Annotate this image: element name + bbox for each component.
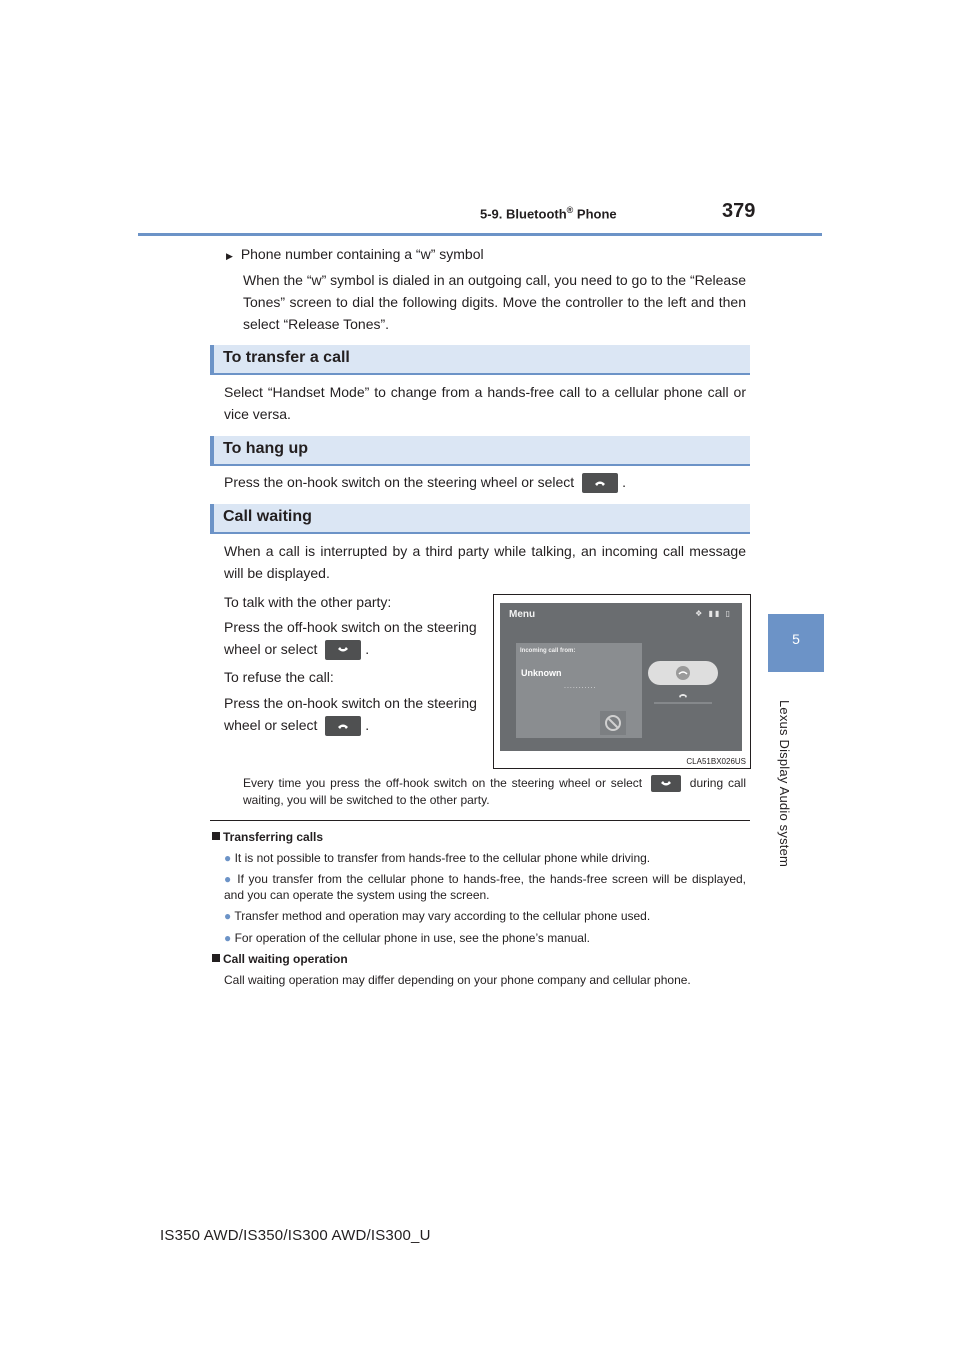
menu-label: Menu xyxy=(509,609,536,620)
caller-number: ........... xyxy=(564,683,597,690)
incoming-call-screenshot: Menu ❖ ▮▮ ▯ Incoming call from: Unknown … xyxy=(493,594,751,769)
note-item-text: It is not possible to transfer from hand… xyxy=(234,851,651,865)
note-title-waiting: Call waiting operation xyxy=(223,952,348,966)
note-item: ● Transfer method and operation may vary… xyxy=(224,908,746,924)
incoming-call-label: Incoming call from: xyxy=(520,648,576,654)
note-heading-waiting: Call waiting operation xyxy=(212,951,348,967)
intro-bullet-title: Phone number containing a “w” symbol xyxy=(240,246,484,262)
hangup-body-pre: Press the on-hook switch on the steering… xyxy=(224,474,575,490)
section-title-hangup: To hang up xyxy=(223,440,309,457)
section-title: 5-9. Bluetooth® Phone xyxy=(480,205,617,221)
talk-body-pre: Press the off-hook switch on the steerin… xyxy=(224,619,477,657)
intro-bullet: ▶ Phone number containing a “w” symbol xyxy=(226,243,746,267)
hang-up-button-icon xyxy=(325,716,362,737)
hangup-body: Press the on-hook switch on the steering… xyxy=(224,471,746,494)
talk-body-post: . xyxy=(365,641,370,657)
square-bullet-icon xyxy=(212,954,220,962)
triangle-bullet-icon: ▶ xyxy=(226,251,233,261)
section-header-waiting: Call waiting xyxy=(210,504,750,534)
answer-icon xyxy=(648,661,718,685)
note-item-text: For operation of the cellular phone in u… xyxy=(234,931,590,945)
refuse-icon xyxy=(600,711,626,735)
status-icons: ❖ ▮▮ ▯ xyxy=(695,609,732,618)
footnote-post: during call waiting, you will be switche… xyxy=(243,776,746,808)
square-bullet-icon xyxy=(212,832,220,840)
section-title-transfer: To transfer a call xyxy=(223,349,350,366)
display-screen: Menu ❖ ▮▮ ▯ Incoming call from: Unknown … xyxy=(500,603,742,751)
chapter-tab[interactable]: 5 xyxy=(768,614,824,672)
note-waiting-body: Call waiting operation may differ depend… xyxy=(224,973,691,987)
dot-bullet-icon: ● xyxy=(224,851,232,865)
answer-call-button-icon xyxy=(650,775,681,793)
hangup-body-post: . xyxy=(622,474,626,490)
section-header-hangup: To hang up xyxy=(210,436,750,466)
talk-label: To talk with the other party: xyxy=(224,594,392,610)
dot-bullet-icon: ● xyxy=(224,872,233,886)
model-footer: IS350 AWD/IS350/IS300 AWD/IS300_U xyxy=(160,1227,431,1244)
answer-call-button-icon xyxy=(325,640,362,661)
section-bar xyxy=(210,345,214,375)
note-title-transferring: Transferring calls xyxy=(223,830,324,844)
registered-mark: ® xyxy=(566,205,574,215)
note-item-text: If you transfer from the cellular phone … xyxy=(224,872,746,902)
refuse-label: To refuse the call: xyxy=(224,669,334,685)
refuse-body-post: . xyxy=(365,717,370,733)
note-item: ● It is not possible to transfer from ha… xyxy=(224,850,746,866)
figure-caption: CLA51BX026US xyxy=(686,757,746,766)
transfer-body: Select “Handset Mode” to change from a h… xyxy=(224,384,746,422)
refuse-body: Press the on-hook switch on the steering… xyxy=(224,692,479,737)
header-rule xyxy=(138,233,822,236)
caller-name: Unknown xyxy=(521,668,562,678)
end-call-icon xyxy=(648,687,718,705)
section-header-transfer: To transfer a call xyxy=(210,345,750,375)
dot-bullet-icon: ● xyxy=(224,909,232,923)
section-bar xyxy=(210,436,214,466)
section-title-pre: 5-9. Bluetooth xyxy=(480,206,567,222)
waiting-footnote: Every time you press the off-hook switch… xyxy=(243,775,746,808)
note-item: ● For operation of the cellular phone in… xyxy=(224,930,746,946)
footnote-pre: Every time you press the off-hook switch… xyxy=(243,776,643,790)
intro-body: When the “w” symbol is dialed in an outg… xyxy=(243,272,746,332)
note-item: ● If you transfer from the cellular phon… xyxy=(224,871,746,903)
section-title-waiting: Call waiting xyxy=(223,508,312,525)
chapter-label: Lexus Display Audio system xyxy=(777,700,792,868)
page-number: 379 xyxy=(722,200,756,222)
hang-up-button-icon xyxy=(582,473,619,494)
refuse-body-pre: Press the on-hook switch on the steering… xyxy=(224,695,477,733)
notes-divider xyxy=(210,820,750,821)
section-title-post: Phone xyxy=(573,206,617,222)
note-item-text: Transfer method and operation may vary a… xyxy=(234,909,651,923)
dot-bullet-icon: ● xyxy=(224,931,232,945)
talk-body: Press the off-hook switch on the steerin… xyxy=(224,616,479,661)
note-heading-transferring: Transferring calls xyxy=(212,829,323,845)
waiting-body: When a call is interrupted by a third pa… xyxy=(224,543,746,581)
section-bar xyxy=(210,504,214,534)
